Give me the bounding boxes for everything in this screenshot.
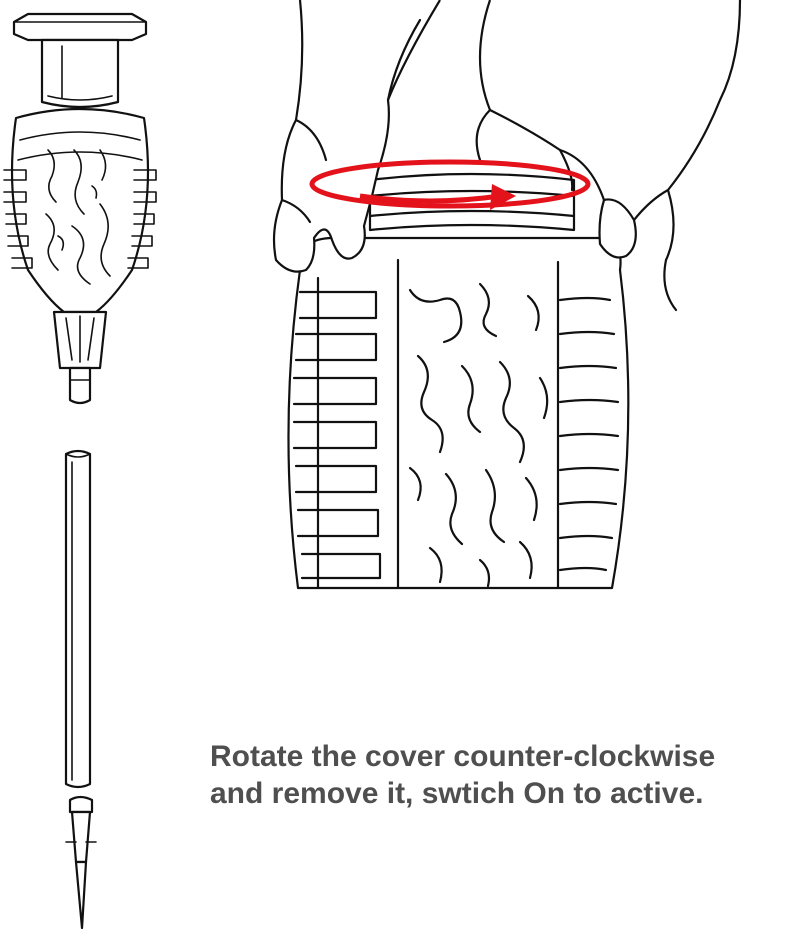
lantern-closeup — [287, 172, 630, 590]
ground-spike — [65, 795, 97, 930]
instruction-caption: Rotate the cover counter-clockwise and r… — [210, 738, 798, 812]
caption-line-2: and remove it, swtich On to active. — [210, 777, 704, 810]
torch-body — [3, 107, 157, 405]
solar-cap — [12, 12, 148, 109]
caption-line-1: Rotate the cover counter-clockwise — [210, 740, 716, 773]
hands — [272, 0, 742, 312]
stake-pole — [64, 449, 92, 789]
rotation-arrow — [309, 159, 591, 210]
